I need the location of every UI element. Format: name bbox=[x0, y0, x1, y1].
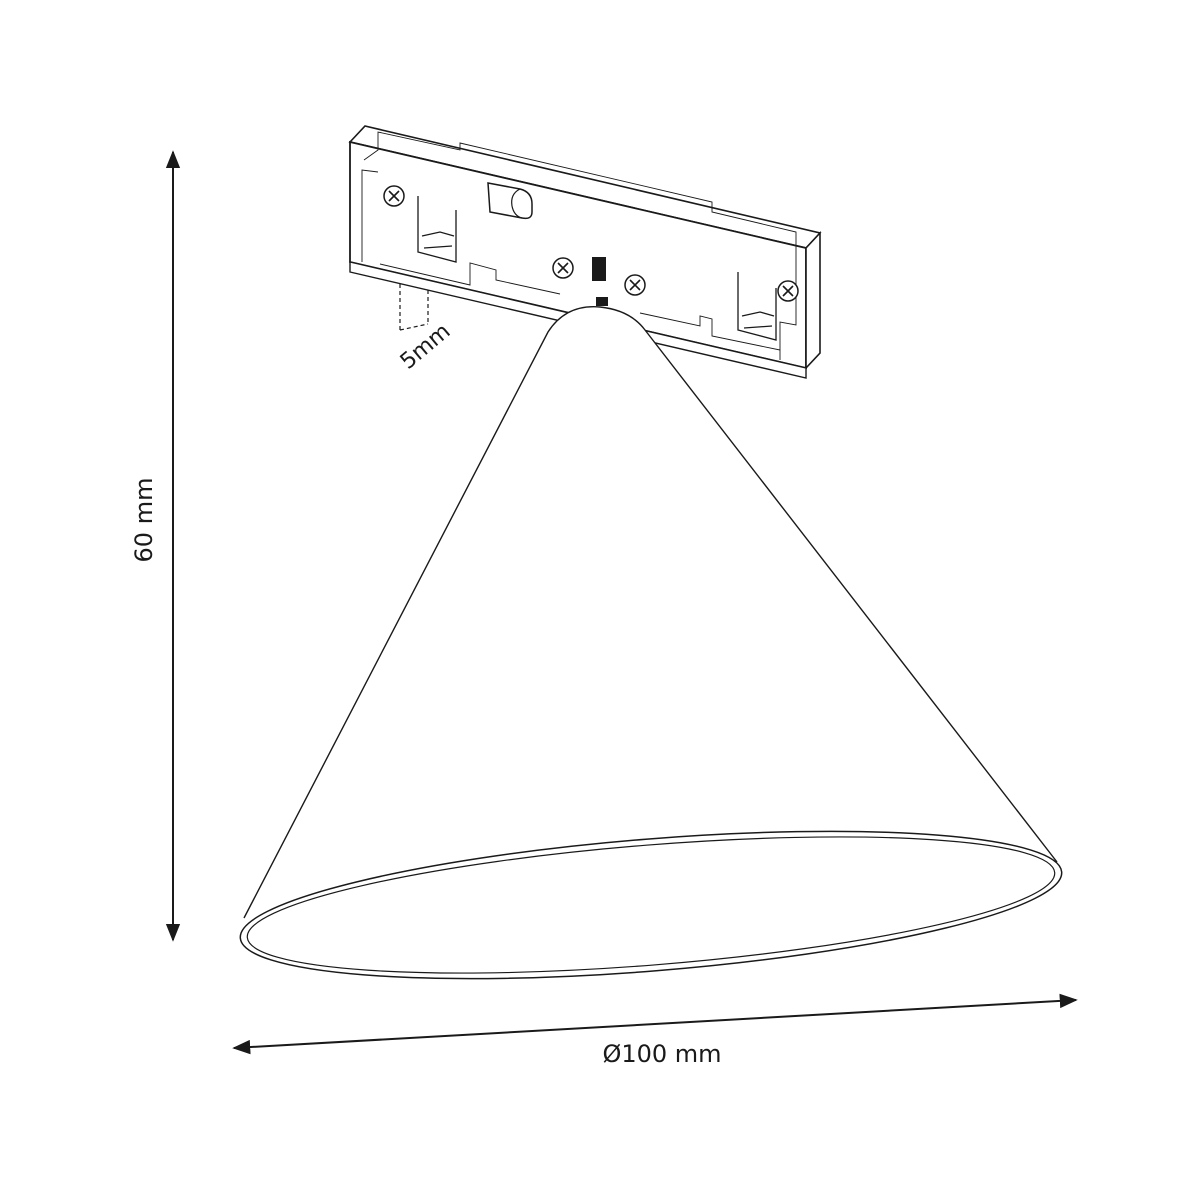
screw-icon bbox=[552, 257, 574, 279]
left-clip bbox=[417, 196, 457, 263]
contact-pin bbox=[596, 297, 608, 306]
screw-icon bbox=[777, 280, 799, 302]
offset-label: 5mm bbox=[396, 319, 456, 375]
height-label: 60 mm bbox=[130, 478, 158, 563]
contact-block bbox=[487, 182, 533, 220]
right-clip bbox=[737, 272, 777, 341]
cone-shade bbox=[239, 306, 1063, 980]
diameter-label: Ø100 mm bbox=[602, 1040, 721, 1068]
screw-icon bbox=[624, 274, 646, 296]
contact-pin bbox=[592, 257, 606, 281]
screw-icon bbox=[383, 185, 405, 207]
diameter-dimension: Ø100 mm bbox=[232, 993, 1078, 1068]
offset-dimension: 5mm bbox=[396, 284, 456, 375]
height-dimension: 60 mm bbox=[130, 150, 181, 942]
